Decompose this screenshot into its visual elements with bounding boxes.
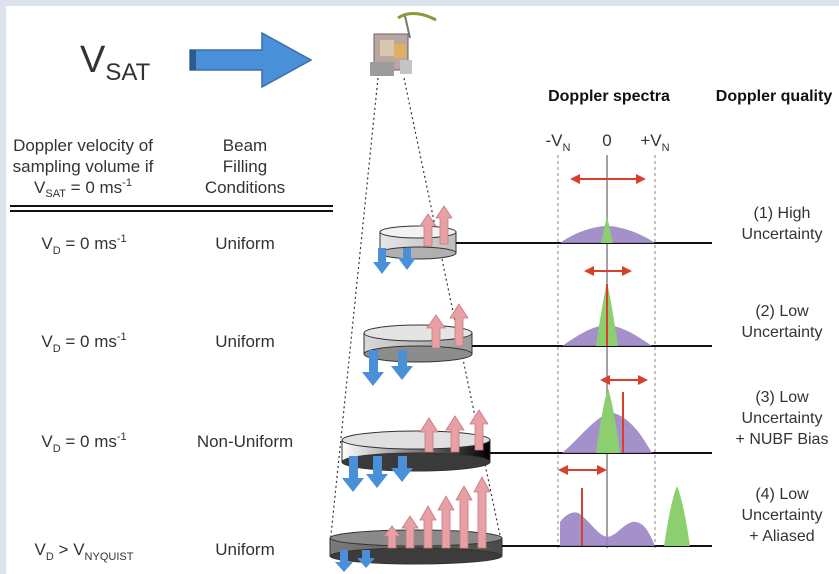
row-4-up-arrow-1 <box>383 525 401 549</box>
row-3-down-arrow-1 <box>342 456 364 492</box>
beam-edge-left <box>329 77 379 546</box>
row-1-quality-line2: Uncertainty <box>742 226 823 243</box>
row-3-quality-line2: Uncertainty <box>742 410 823 427</box>
doppler-velocity-header-line3: VSAT = 0 ms-1 <box>34 177 132 200</box>
beam-filling-header-line2: Filling <box>223 157 267 176</box>
row-1-condition: Uniform <box>215 234 275 253</box>
row-2-quality-line1: (2) Low <box>755 303 809 320</box>
row-2-up-arrow-1 <box>426 314 446 349</box>
vsat-label: VSAT <box>80 39 151 86</box>
row-3-volume-disk <box>341 430 491 472</box>
row-3-up-arrow-1 <box>419 417 439 453</box>
row-1-quality-line1: (1) High <box>754 205 811 222</box>
row-2-up-arrow-2 <box>449 303 469 347</box>
row-4-up-arrow-2 <box>401 515 419 549</box>
row-4-broad-spectrum <box>560 512 655 546</box>
row-1-velocity-width-arrow <box>570 174 646 184</box>
doppler-velocity-header-line1: Doppler velocity of <box>13 136 153 155</box>
zero-label: 0 <box>602 131 611 150</box>
row-4-condition: Uniform <box>215 540 275 559</box>
row-1-velocity: VD = 0 ms-1 <box>41 233 126 257</box>
row-4-quality-line3: + Aliased <box>749 528 814 545</box>
figure-panel <box>6 6 839 574</box>
beam-filling-header-line1: Beam <box>223 136 267 155</box>
row-4-up-arrow-5 <box>455 485 473 549</box>
row-2-velocity-width-arrow <box>584 266 632 276</box>
row-2-quality-line2: Uncertainty <box>742 324 823 341</box>
row-3: VD = 0 ms-1 Non-Uniform (3) Low Uncertai… <box>41 375 828 492</box>
row-1-down-arrow-2 <box>398 248 416 270</box>
row-4-aliased-spectrum <box>664 486 690 546</box>
row-1-up-arrow-2 <box>435 205 453 245</box>
row-1: VD = 0 ms-1 Uniform (1) High Uncertainty <box>41 174 822 274</box>
row-3-up-arrow-2 <box>445 415 465 453</box>
row-2-down-arrow-1 <box>362 350 384 386</box>
plus-vn-label: +VN <box>640 131 669 154</box>
satellite-velocity-arrow <box>189 31 313 89</box>
row-4: VD > VNYQUIST Uniform (4) Low Uncertaint… <box>35 465 823 572</box>
row-3-velocity: VD = 0 ms-1 <box>41 431 126 455</box>
row-3-quality-line3: + NUBF Bias <box>736 431 829 448</box>
satellite-icon <box>370 12 437 76</box>
doppler-velocity-header-line2: sampling volume if <box>13 157 154 176</box>
row-4-volume-disk <box>329 529 503 565</box>
doppler-quality-header: Doppler quality <box>716 88 833 105</box>
row-1-narrow-spectrum <box>601 218 613 243</box>
row-1-volume-disk <box>379 225 457 260</box>
row-4-velocity-width-arrow <box>558 465 607 475</box>
row-2-volume-disk <box>363 324 473 363</box>
minus-vn-label: -VN <box>546 131 571 154</box>
row-2-condition: Uniform <box>215 332 275 351</box>
row-4-quality-line2: Uncertainty <box>742 507 823 524</box>
row-4-down-arrow-1 <box>335 550 353 572</box>
doppler-spectra-header: Doppler spectra <box>548 88 670 105</box>
row-2: VD = 0 ms-1 Uniform (2) Low Uncertainty <box>41 266 822 386</box>
row-4-velocity: VD > VNYQUIST <box>35 540 134 563</box>
row-1-up-arrow-1 <box>419 213 437 247</box>
row-3-velocity-width-arrow <box>600 375 648 385</box>
row-3-narrow-spectrum <box>596 388 620 453</box>
beam-filling-header-line3: Conditions <box>205 178 285 197</box>
row-2-down-arrow-2 <box>391 350 413 380</box>
row-4-quality-line1: (4) Low <box>755 486 809 503</box>
row-3-down-arrow-3 <box>391 456 413 482</box>
row-4-up-arrow-4 <box>437 495 455 549</box>
row-2-velocity: VD = 0 ms-1 <box>41 331 126 355</box>
row-3-up-arrow-3 <box>469 409 489 451</box>
row-4-down-arrow-2 <box>357 550 375 568</box>
row-1-down-arrow-1 <box>373 248 391 274</box>
row-3-down-arrow-2 <box>366 456 388 488</box>
row-3-quality-line1: (3) Low <box>755 389 809 406</box>
row-3-condition: Non-Uniform <box>197 432 293 451</box>
row-4-up-arrow-3 <box>419 505 437 549</box>
row-4-up-arrow-6 <box>473 476 491 549</box>
